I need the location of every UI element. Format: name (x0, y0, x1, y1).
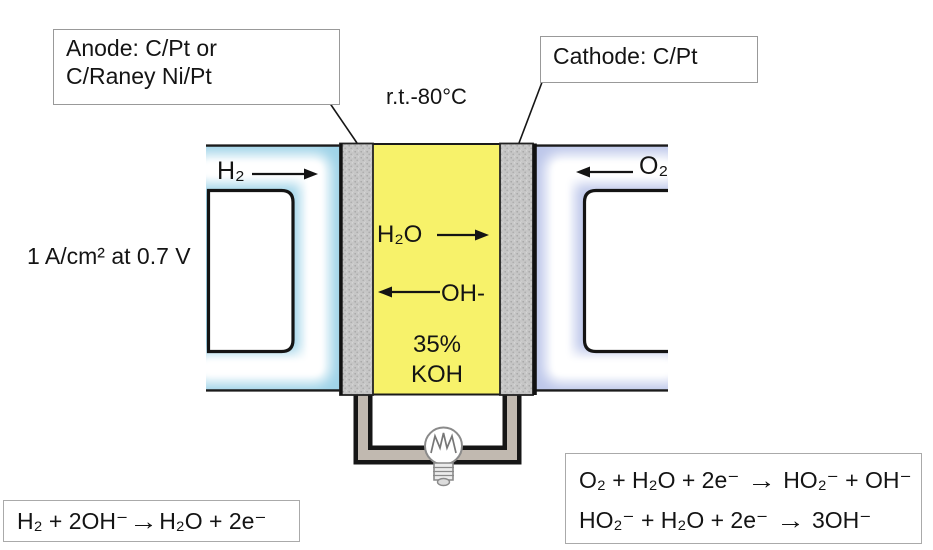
o2-label: O₂ (639, 152, 669, 180)
h2o-flow-arrow (437, 229, 489, 241)
h2o-label: H₂O (377, 221, 423, 248)
cathode-reaction2-lhs: HO₂⁻ + H₂O + 2e⁻ (579, 507, 769, 533)
electrolyte-label-line1: 35% (412, 331, 462, 358)
o2-flow-arrow (576, 166, 633, 178)
current-density-label: 1 A/cm² at 0.7 V (27, 243, 191, 269)
anode-callout: Anode: C/Pt or C/Raney Ni/Pt (53, 29, 340, 105)
cathode-reaction-line2: HO₂⁻ + H₂O + 2e⁻ → 3OH⁻ (579, 500, 921, 540)
anode-callout-line2: C/Raney Ni/Pt (66, 63, 212, 89)
oxygen-channel-inner-plate (582, 188, 668, 354)
h2-flow-arrow (252, 168, 318, 180)
h2-label: H₂ (217, 157, 245, 185)
anode-callout-line1: Anode: C/Pt or (66, 35, 217, 61)
electrolyte-label-line2: KOH (410, 361, 463, 388)
oh-flow-arrow (378, 286, 440, 298)
reaction-arrow-icon: → (775, 506, 805, 534)
electrolyte-label: 35% KOH (374, 330, 500, 390)
cathode-electrode (499, 142, 537, 396)
light-bulb-icon (424, 426, 463, 487)
temperature-label: r.t.-80°C (386, 84, 467, 109)
anode-reaction-lhs: H₂ + 2OH⁻ (17, 507, 129, 534)
cathode-reaction-box: O₂ + H₂O + 2e⁻ → HO₂⁻ + OH⁻ HO₂⁻ + H₂O +… (565, 453, 922, 544)
anode-reaction-rhs: H₂O + 2e⁻ (159, 507, 267, 534)
hydrogen-channel (206, 144, 341, 392)
cathode-reaction1-rhs: HO₂⁻ + OH⁻ (783, 467, 912, 493)
cathode-callout-label: Cathode: C/Pt (553, 43, 698, 69)
hydrogen-channel-inner-plate (206, 188, 295, 354)
anode-electrode (339, 142, 374, 396)
cathode-reaction1-lhs: O₂ + H₂O + 2e⁻ (579, 467, 740, 493)
reaction-arrow-icon: → (129, 506, 159, 535)
cathode-reaction2-rhs: 3OH⁻ (811, 507, 872, 533)
cathode-leader-line (518, 76, 545, 144)
anode-leader-line (326, 98, 358, 144)
cathode-callout: Cathode: C/Pt (540, 36, 758, 83)
anode-reaction-box: H₂ + 2OH⁻ → H₂O + 2e⁻ (3, 500, 300, 542)
oxygen-channel (533, 144, 668, 392)
oh-label: OH- (441, 280, 485, 307)
reaction-arrow-icon: → (746, 466, 776, 494)
cathode-reaction-line1: O₂ + H₂O + 2e⁻ → HO₂⁻ + OH⁻ (579, 460, 921, 500)
